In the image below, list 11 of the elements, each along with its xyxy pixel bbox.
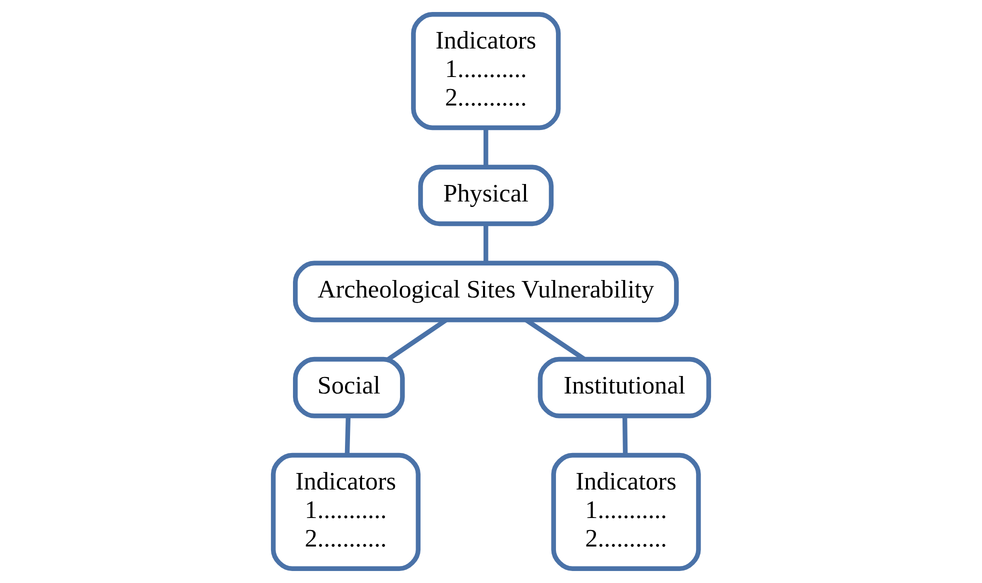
node-box: Indicators 1........... 2........... [411, 12, 561, 130]
node-box: Indicators 1........... 2........... [551, 452, 701, 571]
connector [344, 416, 351, 456]
connector [484, 224, 488, 263]
connector [622, 416, 628, 456]
node-box: Physical [418, 164, 554, 226]
node-box: Institutional [538, 356, 712, 418]
connector [484, 128, 488, 167]
node-box: Social [292, 356, 405, 418]
node-box: Indicators 1........... 2........... [270, 452, 421, 571]
node-box: Archeological Sites Vulnerability [292, 260, 679, 322]
